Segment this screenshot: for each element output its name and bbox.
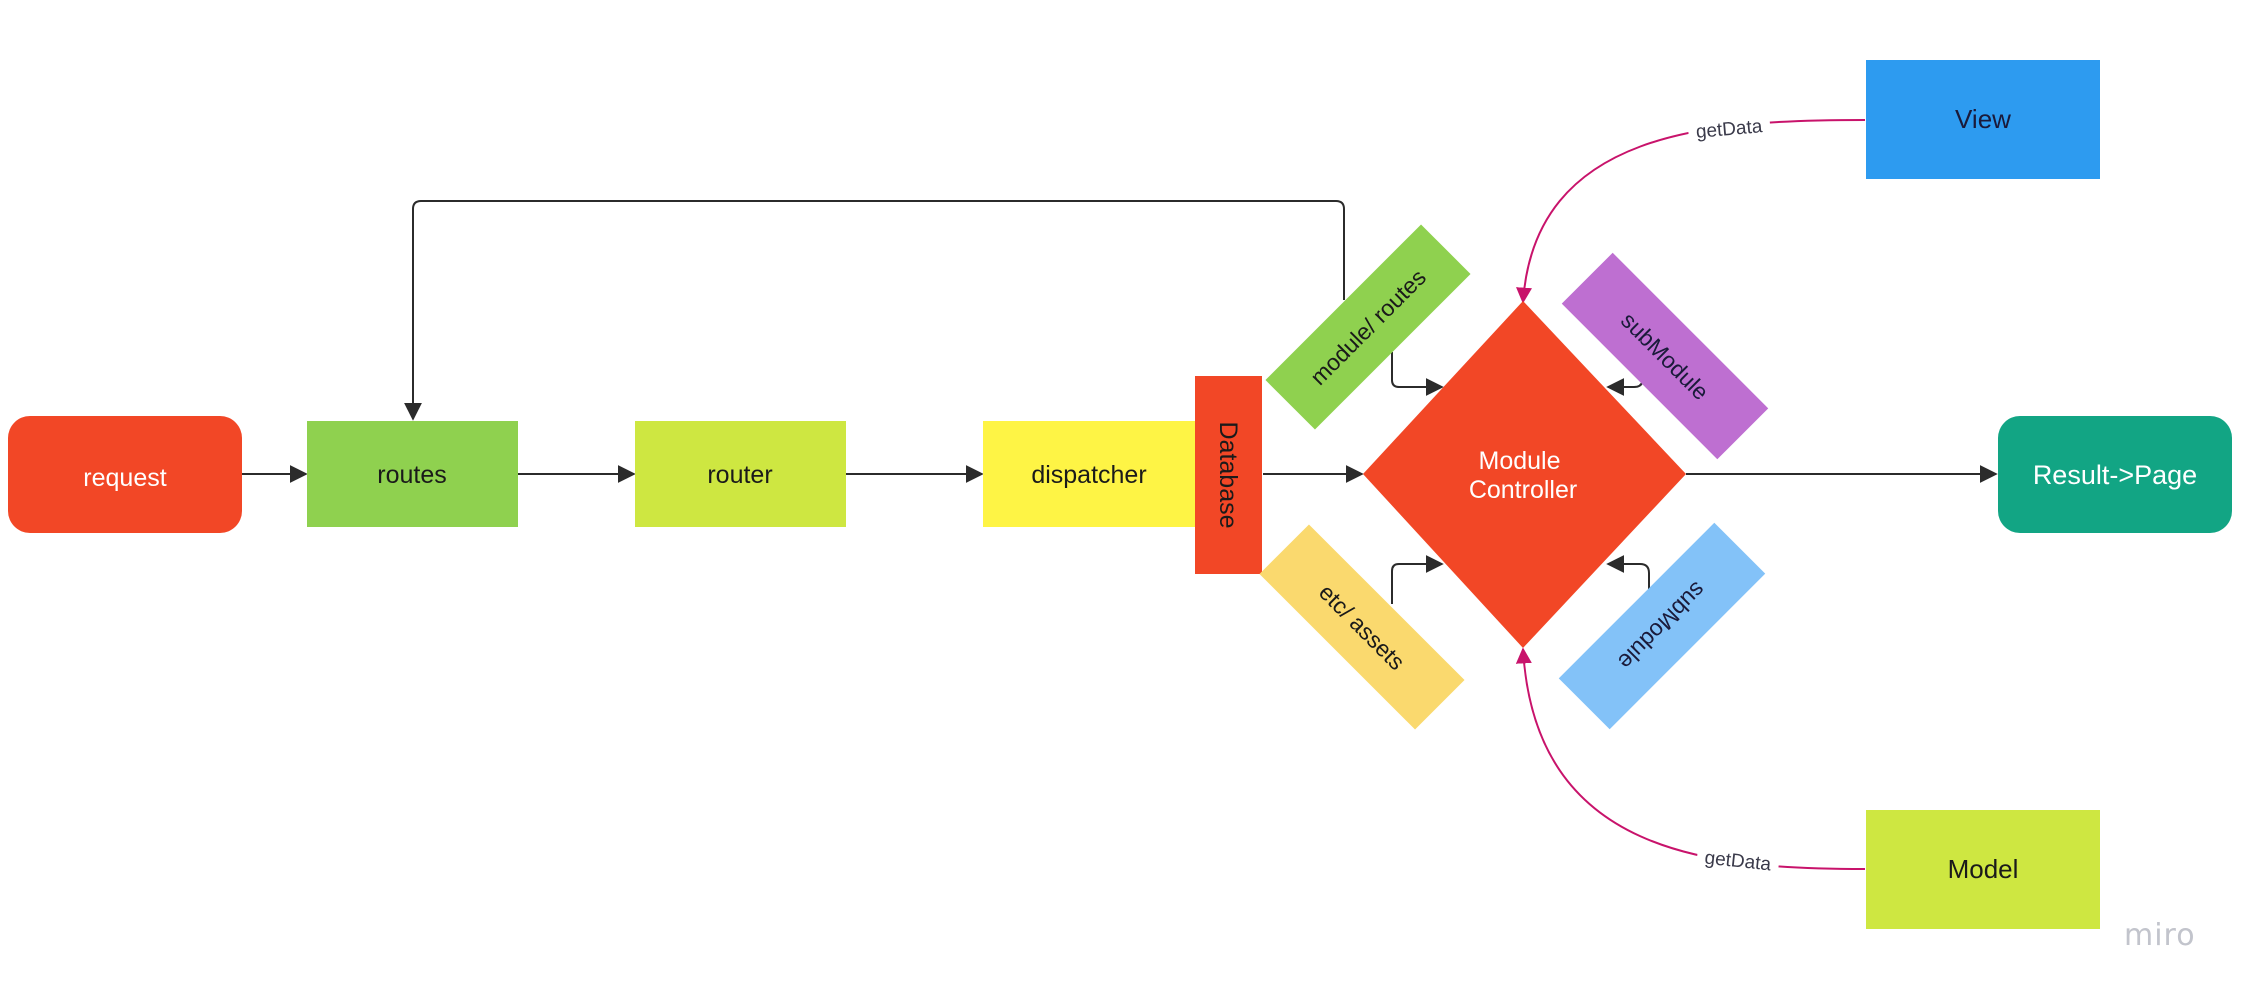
edge-etc-assets-controller (1391, 555, 1444, 604)
node-database[interactable]: Database (1195, 376, 1262, 574)
node-module-controller[interactable]: Module Controller (1363, 301, 1686, 648)
node-result-page-label: Result->Page (2033, 460, 2197, 490)
edge-view-controller (1516, 119, 1866, 304)
node-request-label: request (83, 464, 166, 492)
controller-label-line1: Module (1479, 447, 1561, 475)
node-result-page[interactable]: Result->Page (1998, 416, 2232, 533)
node-model[interactable]: Model (1866, 810, 2100, 929)
node-module-controller-label: Module Controller (1469, 447, 1577, 504)
node-dispatcher[interactable]: dispatcher (983, 421, 1195, 527)
edge-module-routes-controller (1391, 352, 1444, 396)
node-routes[interactable]: routes (307, 421, 518, 527)
controller-label-line2: Controller (1469, 476, 1577, 504)
node-routes-label: routes (377, 461, 446, 489)
edge-submodule-bottom-controller (1606, 555, 1650, 604)
node-view[interactable]: View (1866, 60, 2100, 179)
miro-watermark: miro (2124, 918, 2196, 953)
node-etc-assets[interactable]: etc/ assets (1259, 524, 1465, 730)
node-router[interactable]: router (635, 421, 846, 527)
node-view-label: View (1955, 104, 2011, 134)
edge-loop-back-to-routes (404, 200, 1345, 421)
node-dispatcher-label: dispatcher (1031, 461, 1146, 489)
node-router-label: router (707, 461, 772, 489)
node-database-label: Database (1214, 421, 1242, 528)
node-request[interactable]: request (8, 416, 242, 533)
getdata-label-view: getData (1695, 116, 1764, 143)
edge-model-controller (1515, 647, 1866, 870)
node-model-label: Model (1948, 854, 2019, 884)
